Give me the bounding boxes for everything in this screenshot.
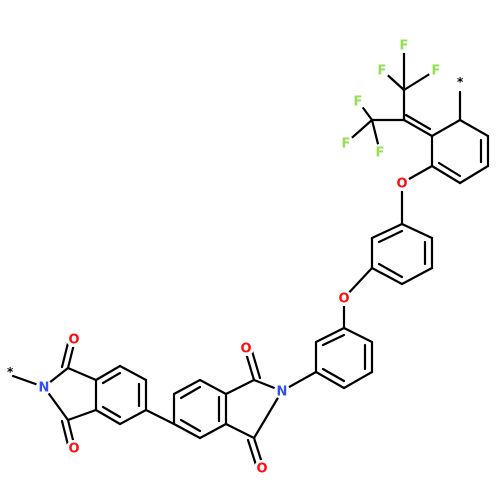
atom-background-f1 — [396, 37, 412, 53]
atom-n-mid: N — [277, 385, 288, 400]
atom-background-o-top-mid — [238, 340, 254, 356]
atom-f3: F — [432, 64, 441, 79]
atom-background-f3 — [428, 62, 444, 78]
atom-f5: F — [342, 137, 351, 152]
atom-background-n-left — [36, 379, 52, 395]
atom-o-bottom-left: O — [68, 442, 79, 457]
atom-background-o-bottom-left — [66, 440, 82, 456]
atom-background-f6 — [372, 144, 388, 160]
atom-o-ether-upper: O — [396, 177, 407, 192]
atom-o-top-mid: O — [240, 342, 251, 357]
atom-f4: F — [354, 95, 363, 110]
atom-background-o-ether-lower — [336, 290, 352, 306]
atom-o-ether-lower: O — [338, 292, 349, 307]
atom-background-f2 — [374, 62, 390, 78]
atom-background-n-mid — [274, 383, 290, 399]
attachment-point-top: * — [457, 75, 464, 89]
atom-background-o-bottom-mid — [254, 460, 270, 476]
atom-background-f4 — [350, 93, 366, 109]
bond-lines — [11, 43, 490, 467]
atom-f2: F — [378, 64, 387, 79]
atom-background-o-top-left — [66, 331, 82, 347]
atom-f6: F — [376, 146, 385, 161]
atom-o-top-left: O — [68, 333, 79, 348]
atom-n-left: N — [39, 381, 50, 396]
atom-o-bottom-mid: O — [256, 462, 267, 477]
attachment-point-left: * — [7, 365, 14, 379]
atom-background-o-ether-upper — [394, 175, 410, 191]
atom-f1: F — [400, 39, 409, 54]
atom-background-f5 — [338, 135, 354, 151]
